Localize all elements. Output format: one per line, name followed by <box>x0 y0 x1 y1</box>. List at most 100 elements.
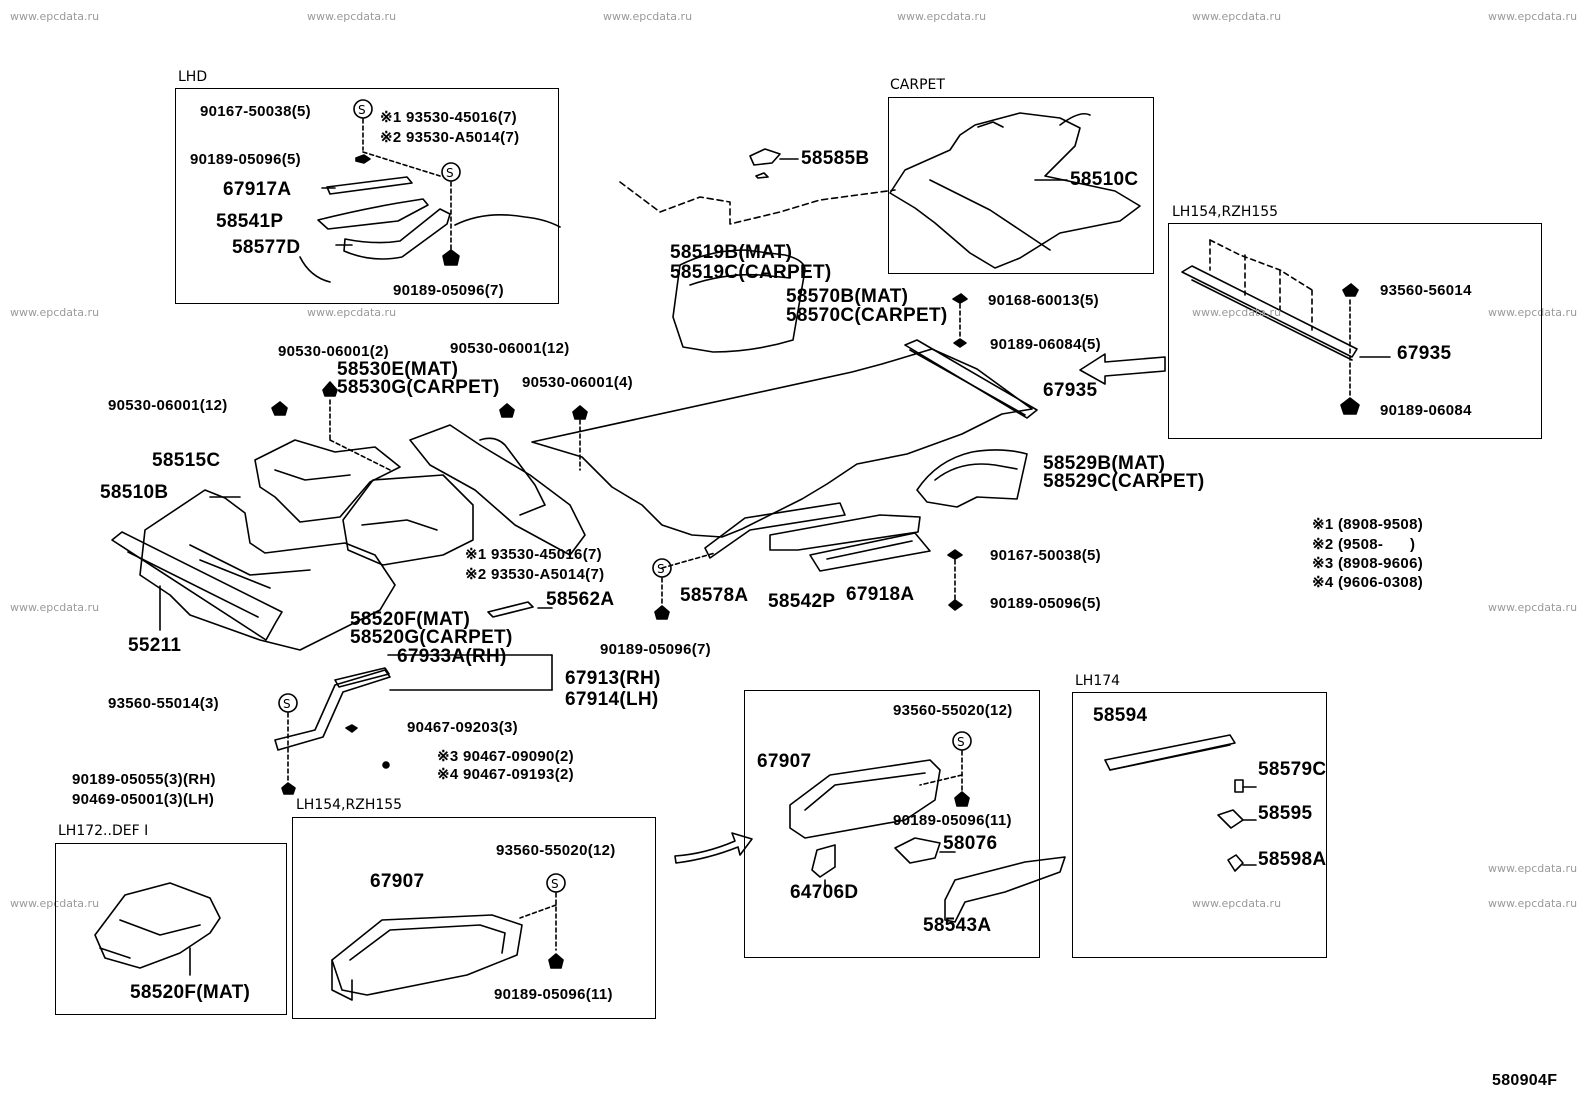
part-label[interactable]: 58585B <box>801 148 870 169</box>
part-label[interactable]: 90467-09203(3) <box>407 719 518 736</box>
part-label[interactable]: ※2 93530-A5014(7) <box>380 129 520 146</box>
legend-row: ※4 (9606-0308) <box>1312 575 1423 590</box>
legend-mark: ※3 <box>1312 555 1334 572</box>
part-label[interactable]: 67907 <box>370 871 425 892</box>
part-label[interactable]: 90530-06001(4) <box>522 374 633 391</box>
part-label[interactable]: 58529C(CARPET) <box>1043 471 1205 492</box>
part-label[interactable]: 67917A <box>223 179 292 200</box>
lh154-top-box-drawing <box>1181 239 1391 415</box>
part-label[interactable]: 67913(RH) <box>565 668 661 689</box>
part-label[interactable]: ※2 93530-A5014(7) <box>465 566 605 583</box>
part-label[interactable]: 90189-06084 <box>1380 402 1472 419</box>
part-label[interactable]: 93560-55020(12) <box>496 842 616 859</box>
watermark: www.epcdata.ru <box>307 10 397 23</box>
part-label[interactable]: ※1 93530-45016(7) <box>465 546 602 563</box>
part-label[interactable]: 58530G(CARPET) <box>337 377 500 398</box>
lh174-box <box>1072 692 1327 958</box>
part-label[interactable]: 90168-60013(5) <box>988 292 1099 309</box>
part-label[interactable]: 58579C <box>1258 759 1327 780</box>
part-label[interactable]: 67914(LH) <box>565 689 659 710</box>
part-label[interactable]: 90189-05055(3)(RH) <box>72 771 216 788</box>
part-label[interactable]: 58519B(MAT) <box>670 242 793 263</box>
legend-mark: ※1 <box>1312 516 1334 533</box>
part-label[interactable]: 93560-55014(3) <box>108 695 219 712</box>
legend-mark: ※2 <box>1312 536 1334 553</box>
watermark: www.epcdata.ru <box>10 10 100 23</box>
svg-text:S: S <box>657 562 665 576</box>
part-label[interactable]: 90189-05096(5) <box>190 151 301 168</box>
part-label[interactable]: 90530-06001(2) <box>278 343 389 360</box>
lhd-box-title: LHD <box>178 69 208 85</box>
svg-text:S: S <box>358 103 366 117</box>
watermark: www.epcdata.ru <box>307 306 397 319</box>
part-label[interactable]: 67933A(RH) <box>397 646 507 667</box>
part-label[interactable]: 58577D <box>232 237 301 258</box>
part-label[interactable]: 67907 <box>757 751 812 772</box>
part-label[interactable]: 58520F(MAT) <box>130 982 251 1003</box>
part-label[interactable]: 93560-56014 <box>1380 282 1472 299</box>
watermark: www.epcdata.ru <box>1488 601 1578 614</box>
floor-panel-drawing: S <box>487 148 1166 620</box>
part-label[interactable]: 64706D <box>790 882 859 903</box>
part-label[interactable]: 58562A <box>546 589 615 610</box>
part-label[interactable]: 90189-05096(11) <box>494 986 613 1003</box>
part-label[interactable]: ※4 90467-09193(2) <box>437 766 574 783</box>
part-label[interactable]: 58595 <box>1258 803 1313 824</box>
lh154-top-box-title: LH154,RZH155 <box>1172 204 1279 220</box>
part-label[interactable]: 90189-05096(11) <box>893 812 1012 829</box>
carpet-box-drawing <box>889 112 1141 269</box>
part-label[interactable]: 58519C(CARPET) <box>670 262 832 283</box>
part-label[interactable]: 58520F(MAT) <box>350 609 471 630</box>
part-label[interactable]: 58541P <box>216 211 284 232</box>
watermark: www.epcdata.ru <box>10 601 100 614</box>
part-label[interactable]: 67935 <box>1043 380 1098 401</box>
part-label[interactable]: 90189-06084(5) <box>990 336 1101 353</box>
part-label[interactable]: 58520G(CARPET) <box>350 627 513 648</box>
legend-range: (9606-0308) <box>1337 574 1424 591</box>
carpet-box <box>888 97 1154 274</box>
part-label[interactable]: 58578A <box>680 585 749 606</box>
front-floor-drawing <box>111 381 588 651</box>
part-label[interactable]: 90530-06001(12) <box>450 340 570 357</box>
lh174-box-title: LH174 <box>1075 673 1121 689</box>
watermark: www.epcdata.ru <box>897 10 987 23</box>
part-label[interactable]: 58598A <box>1258 849 1327 870</box>
part-label[interactable]: 58076 <box>943 833 998 854</box>
part-label[interactable]: 58530E(MAT) <box>337 359 459 380</box>
lh154-top-box <box>1168 223 1542 439</box>
legend-row: ※1 (8908-9508) <box>1312 517 1423 532</box>
part-label[interactable]: 67935 <box>1397 343 1452 364</box>
legend-range: (9508- ) <box>1337 536 1416 553</box>
part-label[interactable]: 90167-50038(5) <box>200 103 311 120</box>
part-label[interactable]: ※1 93530-45016(7) <box>380 109 517 126</box>
part-label[interactable]: 90189-05096(7) <box>393 282 504 299</box>
part-label[interactable]: 90530-06001(12) <box>108 397 228 414</box>
watermark: www.epcdata.ru <box>603 10 693 23</box>
lhd-box <box>175 88 559 304</box>
part-label[interactable]: 90189-05096(7) <box>600 641 711 658</box>
part-label[interactable]: 58570C(CARPET) <box>786 305 948 326</box>
part-label[interactable]: 90189-05096(5) <box>990 595 1101 612</box>
part-label[interactable]: 58543A <box>923 915 992 936</box>
watermark: www.epcdata.ru <box>1488 306 1578 319</box>
part-label[interactable]: 55211 <box>128 635 182 656</box>
watermark: www.epcdata.ru <box>10 897 100 910</box>
diagram-id: 580904F <box>1492 1072 1558 1089</box>
part-label[interactable]: 58515C <box>152 450 221 471</box>
lh154-bottom-box-title: LH154,RZH155 <box>296 797 403 813</box>
part-label[interactable]: 58510B <box>100 482 169 503</box>
part-label[interactable]: 58570B(MAT) <box>786 286 909 307</box>
part-label[interactable]: 58594 <box>1093 705 1148 726</box>
watermark: www.epcdata.ru <box>1488 10 1578 23</box>
part-label[interactable]: 67918A <box>846 584 915 605</box>
part-label[interactable]: ※3 90467-09090(2) <box>437 748 574 765</box>
part-label[interactable]: 58542P <box>768 591 836 612</box>
part-label[interactable]: 58510C <box>1070 169 1139 190</box>
part-label[interactable]: 90167-50038(5) <box>990 547 1101 564</box>
part-label[interactable]: 58529B(MAT) <box>1043 453 1166 474</box>
watermark: www.epcdata.ru <box>1192 897 1282 910</box>
side-brackets-drawing: S <box>274 654 553 795</box>
part-label[interactable]: 90469-05001(3)(LH) <box>72 791 215 808</box>
part-label[interactable]: 93560-55020(12) <box>893 702 1013 719</box>
